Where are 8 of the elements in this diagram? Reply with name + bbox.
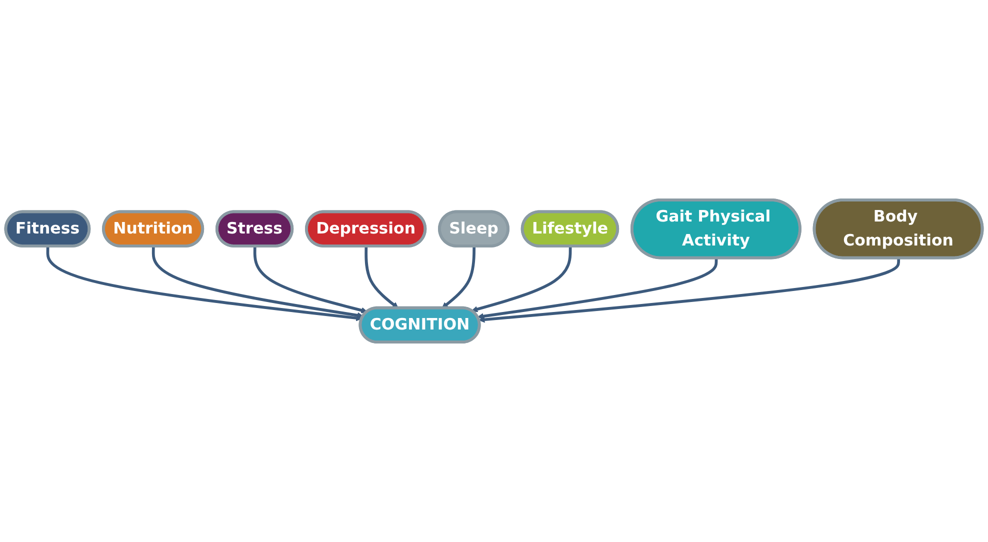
- arrow: [253, 246, 368, 314]
- arrow: [471, 246, 572, 312]
- arrow: [152, 246, 364, 318]
- arrow: [478, 258, 900, 323]
- arrow: [46, 246, 362, 322]
- arrow: [477, 258, 718, 320]
- arrow: [442, 246, 476, 308]
- arrow: [364, 246, 398, 308]
